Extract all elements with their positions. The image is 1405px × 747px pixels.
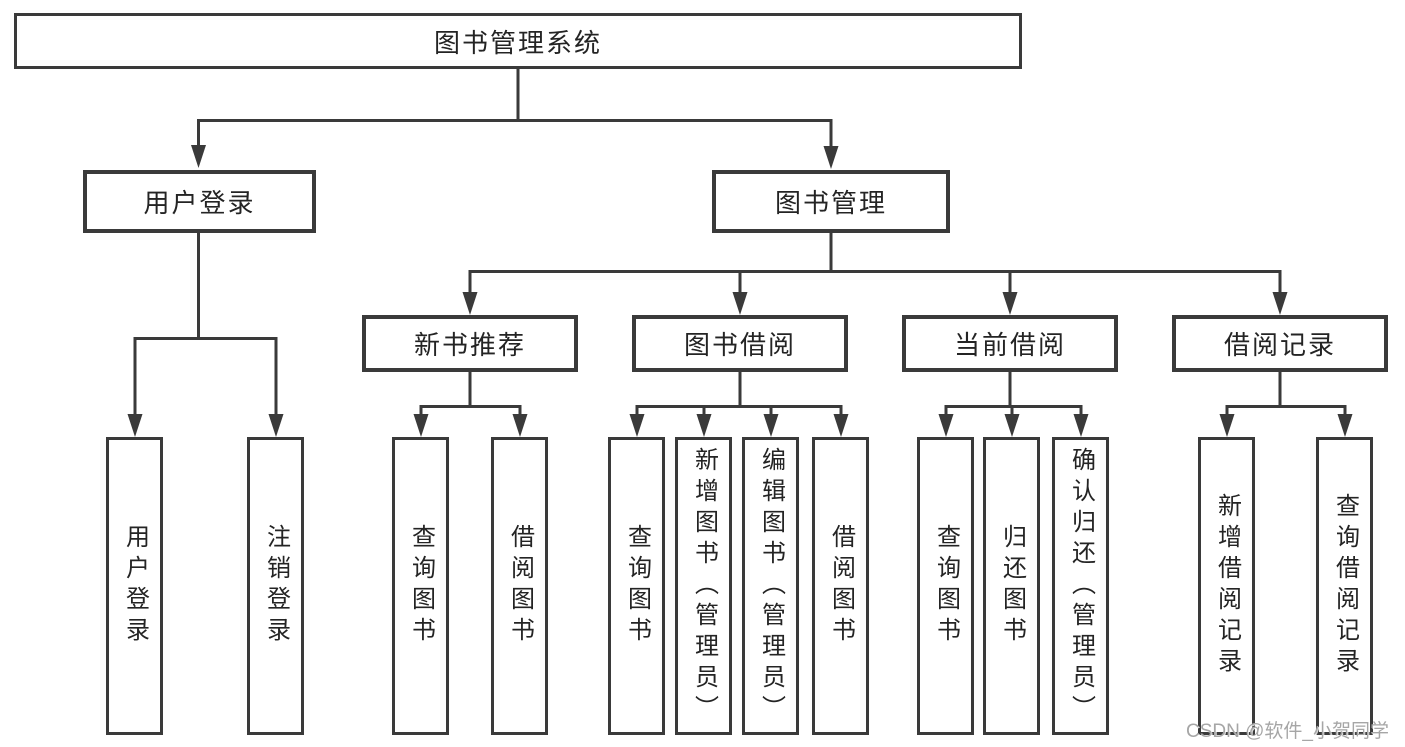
node-label: 用户登录 [143,188,256,218]
connector-current-borrow-children [944,372,1083,418]
leaf-cb-return-book: 归还图书 [983,437,1040,735]
arrow-down-icon [127,414,143,437]
node-label: 归还图书 [998,524,1026,648]
node-label: 借阅图书 [506,524,534,648]
connector-new-book-children [419,372,522,418]
node-label: 注销登录 [262,524,290,648]
arrow-down-icon [732,292,748,315]
node-label: 借阅图书 [827,524,855,648]
arrow-down-icon [1073,414,1089,437]
node-library-management-system: 图书管理系统 [14,13,1022,69]
node-current-borrow: 当前借阅 [902,315,1118,372]
leaf-logout: 注销登录 [247,437,304,735]
node-label: 图书借阅 [683,330,796,360]
leaf-nb-borrow-book: 借阅图书 [491,437,548,735]
node-label: 确认归还（管理员） [1067,446,1095,726]
leaf-bb-edit-book-admin: 编辑图书（管理员） [742,437,799,735]
arrow-down-icon [268,414,284,437]
node-user-login: 用户登录 [83,170,316,233]
node-label: 查询借阅记录 [1331,493,1359,679]
node-label: 新书推荐 [413,330,526,360]
connector-book-management-children [468,233,1282,296]
arrow-down-icon [938,414,954,437]
leaf-bb-add-book-admin: 新增图书（管理员） [675,437,732,735]
node-label: 查询图书 [623,524,651,648]
node-label: 图书管理 [774,188,887,218]
leaf-nb-query-book: 查询图书 [392,437,449,735]
node-book-borrow: 图书借阅 [632,315,848,372]
arrow-down-icon [413,414,429,437]
arrow-down-icon [823,146,839,169]
node-book-management: 图书管理 [712,170,950,233]
node-label: 借阅记录 [1223,330,1336,360]
node-label: 查询图书 [407,524,435,648]
leaf-cb-query-book: 查询图书 [917,437,974,735]
leaf-br-query-record: 查询借阅记录 [1316,437,1373,735]
arrow-down-icon [763,414,779,437]
node-label: 新增借阅记录 [1213,493,1241,679]
leaf-bb-borrow-book: 借阅图书 [812,437,869,735]
node-borrow-records: 借阅记录 [1172,315,1388,372]
node-new-book-recommend: 新书推荐 [362,315,578,372]
arrow-down-icon [1002,292,1018,315]
arrow-down-icon [696,414,712,437]
leaf-user-login: 用户登录 [106,437,163,735]
connector-root-to-level2 [197,69,833,150]
leaf-bb-query-book: 查询图书 [608,437,665,735]
arrow-down-icon [1004,414,1020,437]
leaf-br-add-record: 新增借阅记录 [1198,437,1255,735]
connector-book-borrow-children [635,372,843,418]
arrow-down-icon [191,145,206,168]
arrow-down-icon [512,414,528,437]
arrow-down-icon [833,414,849,437]
node-label: 图书管理系统 [433,27,602,58]
connector-borrow-records-children [1225,372,1347,418]
arrow-down-icon [1337,414,1353,437]
arrow-down-icon [1219,414,1235,437]
node-label: 查询图书 [932,524,960,648]
csdn-watermark: CSDN @软件_小贺同学 [1186,721,1389,742]
node-label: 新增图书（管理员） [690,446,718,726]
node-label: 用户登录 [121,524,149,648]
arrow-down-icon [462,292,478,315]
arrow-down-icon [629,414,645,437]
node-label: 编辑图书（管理员） [757,446,785,726]
node-label: 当前借阅 [953,330,1066,360]
leaf-cb-confirm-return-admin: 确认归还（管理员） [1052,437,1109,735]
connector-user-login-children [133,233,278,418]
arrow-down-icon [1272,292,1288,315]
